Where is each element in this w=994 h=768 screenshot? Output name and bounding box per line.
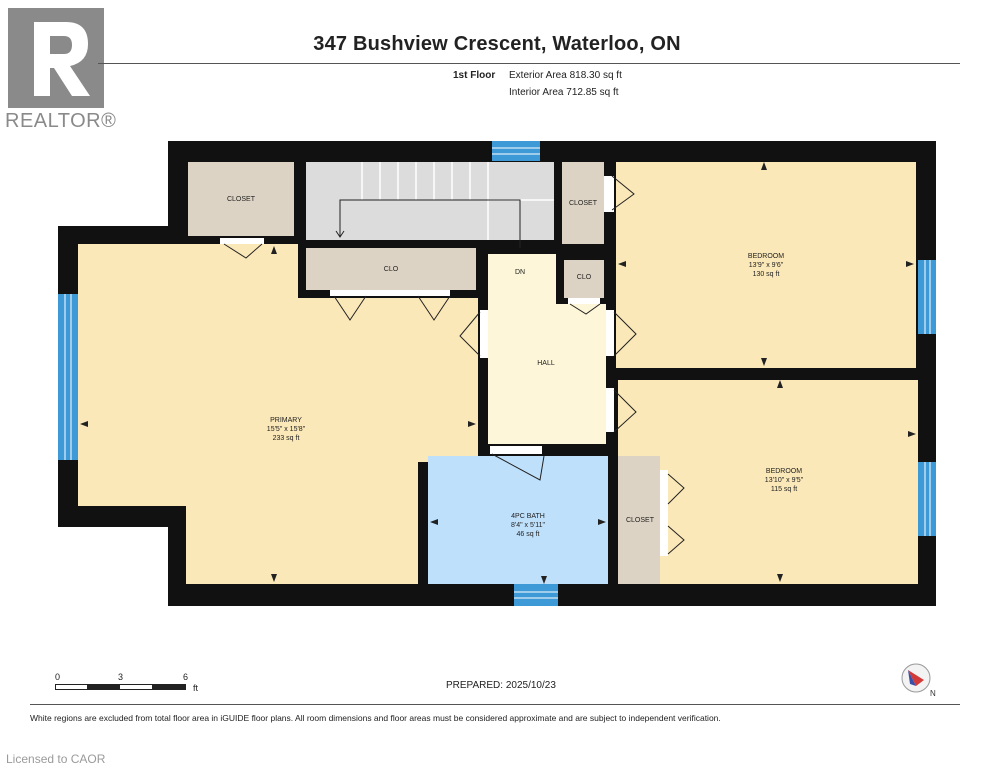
bedroom1-dims: 13'9" x 9'6" <box>748 262 784 269</box>
licensed-to: Licensed to CAOR <box>6 752 106 766</box>
scale-bar <box>55 684 186 690</box>
stair-arrow <box>339 199 521 248</box>
realtor-logo-icon <box>8 8 104 108</box>
realtor-wordmark: REALTOR® <box>5 110 117 132</box>
window-right-1 <box>918 260 936 334</box>
scale-tick-6: 6 <box>183 672 189 682</box>
closet-right-fill <box>562 162 604 244</box>
clo-small-label: CLO <box>576 274 592 281</box>
hall-label: HALL <box>537 360 555 367</box>
bath-name: 4PC BATH <box>511 513 545 520</box>
bedroom1-area: 130 sq ft <box>752 271 780 278</box>
stairs-fill <box>306 162 554 240</box>
interior-area: Interior Area 712.85 sq ft <box>509 87 619 98</box>
window-top <box>492 141 540 161</box>
window-right-2 <box>918 462 936 536</box>
bedroom2-name: BEDROOM <box>765 468 803 475</box>
bath-floor <box>428 456 608 584</box>
bedroom1-label: BEDROOM 13'9" x 9'6" 130 sq ft <box>716 252 816 279</box>
primary-area: 233 sq ft <box>272 435 300 442</box>
hall-floor <box>488 254 606 444</box>
closet-top-label: CLOSET <box>226 196 255 203</box>
primary-label: PRIMARY 15'5" x 15'8" 233 sq ft <box>236 416 336 443</box>
bedroom2-area: 115 sq ft <box>770 486 798 493</box>
bath-label: 4PC BATH 8'4" x 5'11" 46 sq ft <box>478 512 578 539</box>
bedroom2-dims: 13'10" x 9'5" <box>764 477 804 484</box>
footer-divider <box>30 704 960 705</box>
bath-area: 46 sq ft <box>516 531 540 538</box>
closet-top-fill <box>188 162 294 236</box>
svg-text:N: N <box>930 689 936 698</box>
bath-dims: 8'4" x 5'11" <box>511 522 545 529</box>
clo-top-label: CLO <box>383 266 399 273</box>
bedroom2-label: BEDROOM 13'10" x 9'5" 115 sq ft <box>734 467 834 494</box>
scale-tick-3: 3 <box>118 672 124 682</box>
closet-right-label: CLOSET <box>568 200 597 207</box>
bedroom1-floor <box>616 162 916 368</box>
window-bottom <box>514 584 558 606</box>
primary-name: PRIMARY <box>270 417 302 424</box>
primary-dims: 15'5" x 15'8" <box>266 426 306 433</box>
closet-bath-label: CLOSET <box>625 517 654 524</box>
floor-label: 1st Floor <box>453 70 496 81</box>
exterior-area: Exterior Area 818.30 sq ft <box>509 70 622 81</box>
doors <box>220 175 685 556</box>
north-compass-icon: N <box>901 663 936 698</box>
scale-unit: ft <box>193 683 199 693</box>
header-divider <box>98 63 960 64</box>
bedroom1-name: BEDROOM <box>747 253 785 260</box>
scale-tick-0: 0 <box>55 672 61 682</box>
closet-bath-fill <box>618 456 660 584</box>
prepared-date: PREPARED: 2025/10/23 <box>446 680 556 691</box>
window-left <box>58 294 78 460</box>
dimension-arrows <box>80 162 916 584</box>
clo-top-fill <box>306 248 476 290</box>
disclaimer: White regions are excluded from total fl… <box>30 713 721 723</box>
primary-room-floor <box>78 244 478 584</box>
page-title: 347 Bushview Crescent, Waterloo, ON <box>313 33 681 55</box>
clo-small-fill <box>564 260 604 298</box>
stairs-down-label: DN <box>514 269 526 276</box>
